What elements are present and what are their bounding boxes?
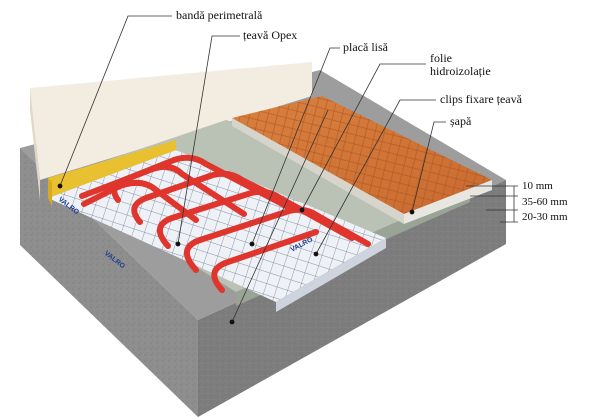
tile-floor xyxy=(232,96,492,224)
leader-smooth-board xyxy=(251,47,340,245)
dimension-markers xyxy=(466,185,518,223)
pipe-loop xyxy=(184,206,371,273)
leader-pipe-clips xyxy=(315,99,436,255)
leader-dot xyxy=(175,241,181,247)
leader-membrane xyxy=(301,63,426,211)
pipe-loop xyxy=(157,188,355,249)
label-membrane-line1: folie xyxy=(430,51,452,65)
leader-lines xyxy=(59,15,446,323)
label-pipe: țeavă Opex xyxy=(243,28,298,42)
label-membrane-line2: hidroizolație xyxy=(430,64,491,78)
leader-pipe xyxy=(177,35,240,245)
leader-base xyxy=(231,109,329,323)
dimension-screed-layer: 35-60 mm xyxy=(522,196,568,208)
leader-dot xyxy=(299,207,305,213)
perimeter-strip xyxy=(48,140,176,206)
insulation-board xyxy=(48,150,386,312)
leader-dot xyxy=(57,183,63,189)
dimension-base-layer: 20-30 mm xyxy=(522,211,568,223)
wall xyxy=(30,62,312,200)
label-pipe-clips: clips fixare țeavă xyxy=(440,92,522,106)
heating-pipes xyxy=(79,154,371,293)
label-perimeter-strip: bandă perimetrală xyxy=(176,8,263,22)
label-smooth-board: placă lisă xyxy=(343,40,388,54)
leader-perimeter-strip xyxy=(59,15,172,187)
pipe-loop xyxy=(81,179,199,223)
pipe-loop xyxy=(131,170,329,225)
pipe-loop xyxy=(211,229,319,293)
leader-dot xyxy=(229,319,235,325)
label-screed: șapă xyxy=(450,114,472,128)
leader-dot xyxy=(409,209,415,215)
leader-dot xyxy=(249,241,255,247)
leader-dots xyxy=(57,183,415,325)
dimension-tile-layer: 10 mm xyxy=(522,180,553,192)
leader-screed xyxy=(411,121,446,213)
leader-dot xyxy=(313,251,319,257)
pipe-loop xyxy=(111,154,293,211)
